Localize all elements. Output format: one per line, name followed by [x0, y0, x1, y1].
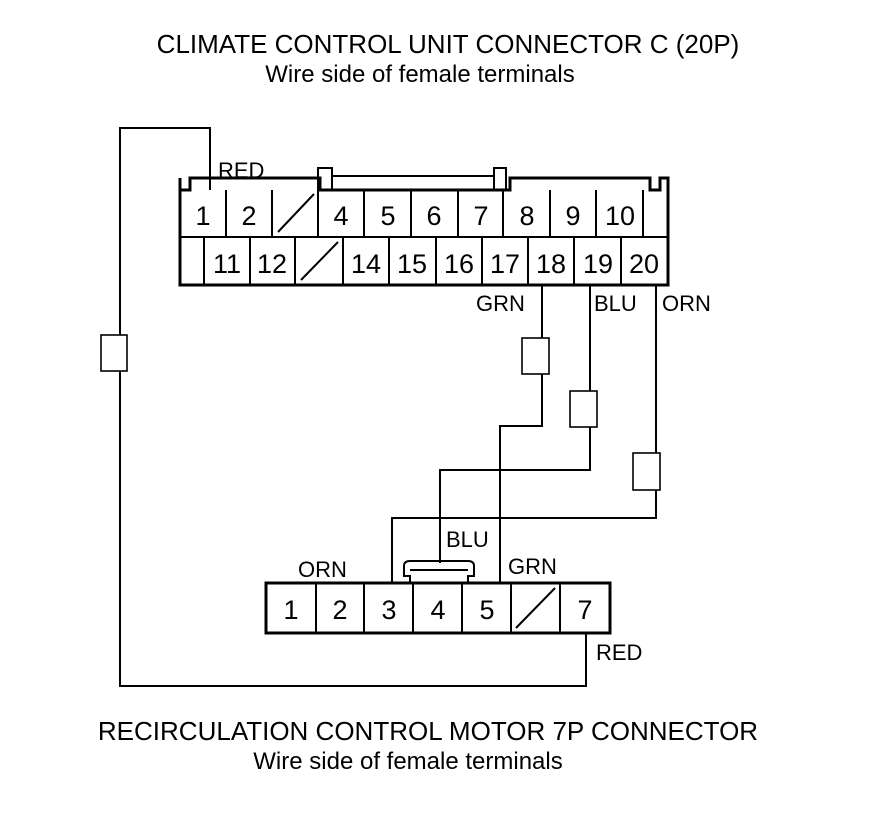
pin-6: 6 [426, 201, 441, 231]
top-connector-title: CLIMATE CONTROL UNIT CONNECTOR C (20P) [157, 29, 740, 59]
top-connector-subtitle: Wire side of female terminals [265, 61, 574, 88]
pin-17: 17 [490, 249, 520, 279]
top-connector-latch [317, 167, 507, 190]
pin-20: 20 [629, 249, 659, 279]
pin-18: 18 [536, 249, 566, 279]
empty-cavity-6-slash [515, 587, 556, 629]
motor-pin-1: 1 [283, 595, 298, 625]
pin-11: 11 [213, 249, 241, 279]
row1-dividers [225, 190, 644, 237]
pin-2: 2 [241, 201, 256, 231]
wire-blu [439, 285, 591, 563]
pin-15: 15 [397, 249, 427, 279]
wire-grn-break [521, 337, 550, 375]
pin-9: 9 [565, 201, 580, 231]
empty-cavity-13-slash [300, 241, 339, 281]
pin-8: 8 [519, 201, 534, 231]
wire-label-red-bottom: RED [596, 640, 642, 665]
wire-orn [391, 285, 657, 583]
bottom-connector-latch [403, 560, 475, 583]
bottom-connector-body [264, 581, 612, 635]
motor-pin-3: 3 [381, 595, 396, 625]
wire-label-blu-top: BLU [594, 291, 637, 316]
pin-12: 12 [257, 249, 287, 279]
pin-19: 19 [583, 249, 613, 279]
wire-blu-break [569, 390, 598, 428]
motor-pin-7: 7 [577, 595, 592, 625]
wire-label-red-top: RED [218, 158, 264, 183]
bottom-connector-title: RECIRCULATION CONTROL MOTOR 7P CONNECTOR [98, 716, 758, 746]
wire-label-grn-bottom: GRN [508, 554, 557, 579]
pin-5: 5 [380, 201, 395, 231]
top-connector-body [178, 176, 670, 287]
pin-1: 1 [195, 201, 210, 231]
pin-16: 16 [444, 249, 474, 279]
wire-label-blu-bottom: BLU [446, 527, 489, 552]
wire-grn [499, 285, 543, 583]
wire-label-grn-top: GRN [476, 291, 525, 316]
pin-14: 14 [351, 249, 381, 279]
bottom-connector-subtitle: Wire side of female terminals [253, 748, 562, 775]
motor-pin-2: 2 [332, 595, 347, 625]
wire-red [119, 127, 587, 687]
bottom-cell-dividers [315, 583, 561, 633]
wire-label-orn-top: ORN [662, 291, 711, 316]
wire-label-orn-bottom: ORN [298, 557, 347, 582]
pin-10: 10 [605, 201, 635, 231]
wire-red-break [100, 334, 128, 372]
top-connector: 1 2 4 5 6 7 8 9 10 11 12 14 15 16 17 18 … [178, 167, 670, 287]
row2-dividers [203, 237, 622, 285]
pin-4: 4 [333, 201, 348, 231]
bottom-connector: 1 2 3 4 5 7 [264, 560, 612, 635]
pin-7: 7 [473, 201, 488, 231]
empty-cavity-3-slash [277, 193, 315, 233]
motor-pin-4: 4 [430, 595, 445, 625]
wire-orn-break [632, 452, 661, 491]
motor-pin-5: 5 [479, 595, 494, 625]
